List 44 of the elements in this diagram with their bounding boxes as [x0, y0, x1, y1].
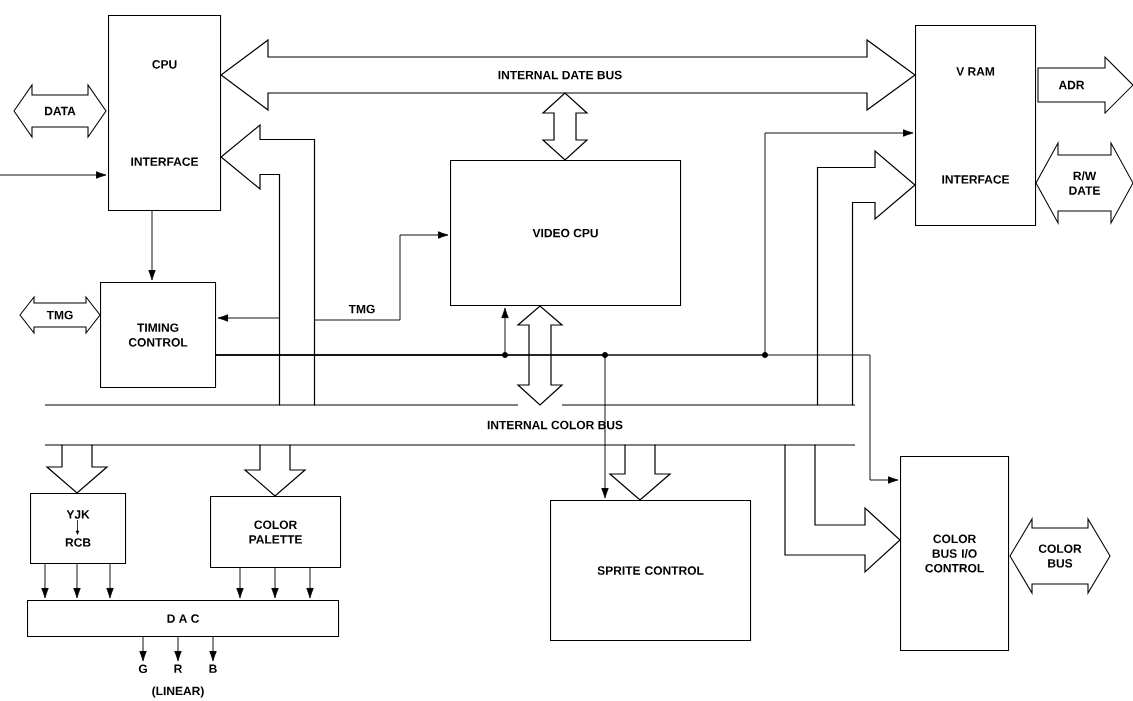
signal-arrow: [215, 354, 899, 484]
edge-label: TMG: [347, 303, 377, 315]
signal-arrow: [236, 567, 244, 599]
block-box: COLOR PALETTE: [210, 496, 342, 569]
block-box: CPU INTERFACE: [108, 15, 222, 212]
block-box: YJK RCB: [30, 493, 127, 565]
bus-arrow: [784, 444, 901, 574]
double-arrow-port: TMG: [19, 295, 101, 335]
edge-label: INTERNAL DATE BUS: [496, 69, 624, 81]
signal-arrow: [306, 567, 314, 599]
bus-arrow: [516, 305, 564, 406]
block-box: SPRITE CONTROL: [550, 500, 752, 642]
signal-arrow: [73, 563, 81, 599]
signal-arrow: [0, 171, 107, 179]
signal-arrow: [271, 567, 279, 599]
signal-arrow: [139, 636, 147, 662]
signal-label: G: [138, 664, 147, 674]
block-box: D A C: [27, 600, 340, 638]
double-arrow-port: R/W DATE: [1035, 140, 1133, 226]
signal-arrow: [174, 636, 182, 662]
block-box: VIDEO CPU: [450, 160, 682, 307]
signal-arrow: [106, 563, 114, 599]
note-text: (LINEAR): [152, 686, 204, 698]
bus-arrow: [220, 123, 316, 406]
signal-label: R: [174, 664, 183, 673]
signal-label: B: [209, 664, 217, 673]
bus-arrow: [243, 444, 307, 497]
bus-arrow: [816, 149, 916, 406]
bus-arrow: [608, 444, 672, 501]
signal-arrow: [314, 231, 449, 321]
bus-arrow: [45, 444, 109, 494]
signal-arrow: [41, 563, 49, 599]
double-arrow-port: COLOR BUS: [1009, 517, 1111, 595]
signal-arrow: [209, 636, 217, 662]
arrow-port: ADR: [1037, 55, 1133, 115]
block-box: TIMING CONTROL: [100, 282, 217, 389]
bus-label: INTERNAL COLOR BUS: [487, 420, 623, 430]
signal-arrow: [217, 314, 281, 322]
signal-arrow: [148, 210, 156, 281]
block-box: V RAM INTERFACE: [915, 25, 1037, 227]
bus-arrow: [541, 92, 589, 161]
block-box: COLOR BUS I/O CONTROL: [900, 456, 1010, 652]
double-arrow-port: DATA: [13, 83, 107, 139]
bus-arrow: [220, 38, 917, 112]
